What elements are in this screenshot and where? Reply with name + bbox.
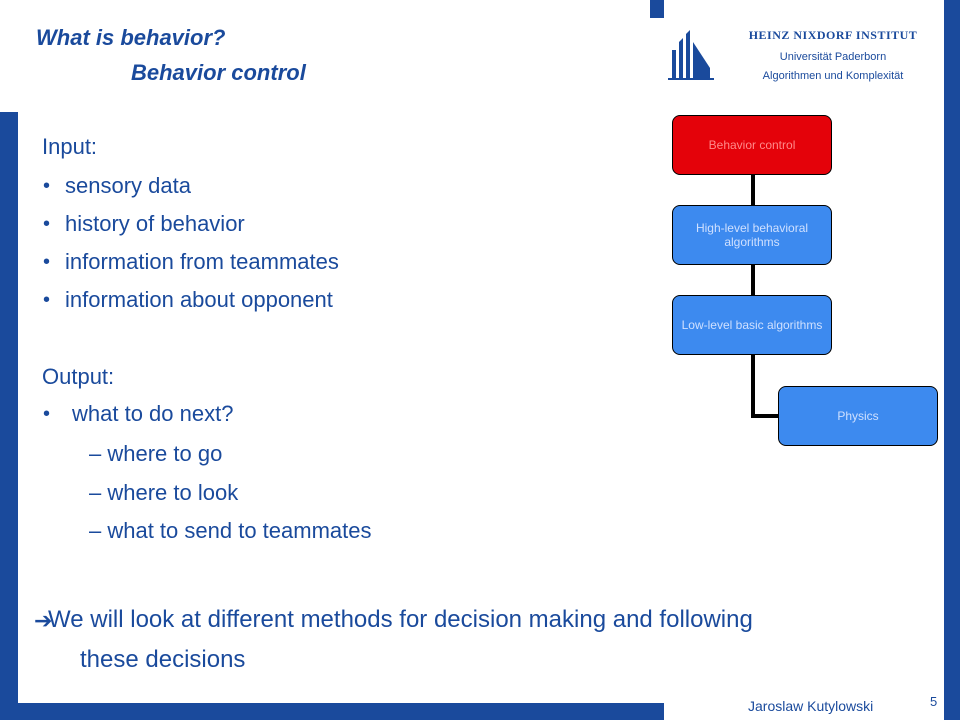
- output-item: what to do next?: [72, 401, 234, 426]
- output-subitem: – where to go: [89, 441, 223, 466]
- bullet-icon: •: [43, 289, 51, 311]
- output-heading: Output:: [42, 364, 115, 389]
- input-item: information about opponent: [65, 287, 333, 312]
- connector-line: [751, 352, 755, 418]
- institute-department: Algorithmen und Komplexität: [762, 70, 904, 82]
- institute-university: Universität Paderborn: [779, 51, 887, 63]
- slide-subtitle: Behavior control: [131, 60, 306, 85]
- bullet-icon: •: [43, 175, 51, 197]
- diagram-box-low-level: Low-level basic algorithms: [672, 295, 832, 355]
- page-number: 5: [930, 694, 938, 709]
- output-subitem: – what to send to teammates: [89, 518, 372, 543]
- frame-right-bar: [944, 0, 960, 720]
- university-logo-icon: [668, 30, 714, 80]
- input-item: history of behavior: [65, 211, 245, 236]
- connector-line: [751, 414, 781, 418]
- input-item: sensory data: [65, 173, 191, 198]
- connector-line: [751, 262, 755, 308]
- bullet-icon: •: [43, 251, 51, 273]
- behavior-hierarchy-diagram: Behavior control High-level behavioral a…: [660, 110, 944, 455]
- bullet-icon: •: [43, 213, 51, 235]
- connector-line: [751, 172, 755, 218]
- frame-top-block: [650, 0, 664, 18]
- input-item: information from teammates: [65, 249, 339, 274]
- slide-title: What is behavior?: [36, 25, 226, 50]
- output-subitem: – where to look: [89, 480, 239, 505]
- conclusion-line-1: We will look at different methods for de…: [48, 606, 753, 633]
- diagram-box-physics: Physics: [778, 386, 938, 446]
- input-heading: Input:: [42, 134, 98, 159]
- conclusion-line-2: these decisions: [80, 646, 246, 673]
- arrow-right-icon: ➔: [34, 608, 53, 633]
- bullet-icon: •: [43, 403, 51, 425]
- footer-author: Jaroslaw Kutylowski: [748, 698, 874, 714]
- footer-panel: [664, 690, 944, 720]
- frame-left-bar: [0, 112, 18, 720]
- diagram-box-behavior-control: Behavior control: [672, 115, 832, 175]
- diagram-box-high-level: High-level behavioral algorithms: [672, 205, 832, 265]
- institute-name: HEINZ NIXDORF INSTITUT: [748, 28, 918, 42]
